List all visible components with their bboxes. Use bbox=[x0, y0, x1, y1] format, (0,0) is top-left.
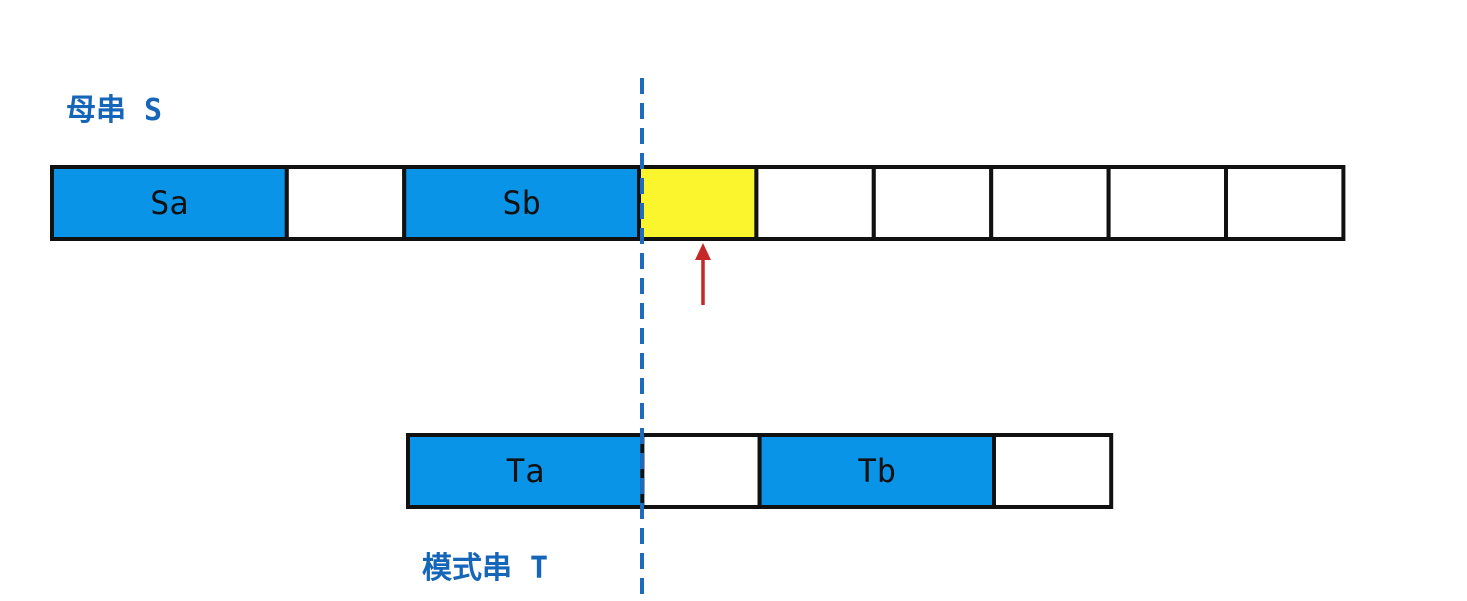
main-string-cell-label: Sb bbox=[502, 184, 541, 222]
up-arrow-icon bbox=[695, 243, 711, 305]
pattern-string-cell-label: Tb bbox=[858, 452, 897, 490]
main-string-cell bbox=[50, 165, 289, 241]
pattern-string-cell bbox=[406, 433, 645, 509]
pattern-string-cell bbox=[640, 433, 762, 509]
main-string-cell bbox=[989, 165, 1111, 241]
main-string-cell bbox=[871, 165, 994, 241]
pattern-string-label: 模式串 T bbox=[422, 551, 548, 586]
main-string-cell bbox=[637, 165, 759, 241]
pattern-string-cell bbox=[992, 433, 1114, 509]
main-string-cell bbox=[284, 165, 407, 241]
main-string-cells: Sa Sb bbox=[50, 165, 1346, 241]
pattern-string-cells: Ta Tb bbox=[406, 433, 1114, 509]
main-string-cell bbox=[1106, 165, 1228, 241]
main-string-cell-label: Sa bbox=[150, 184, 189, 222]
main-string-cell bbox=[402, 165, 642, 241]
main-string-label: 母串 S bbox=[66, 93, 162, 128]
pattern-string-cell-label: Ta bbox=[506, 452, 545, 490]
main-string-cell bbox=[754, 165, 876, 241]
main-string-cell bbox=[1224, 165, 1346, 241]
